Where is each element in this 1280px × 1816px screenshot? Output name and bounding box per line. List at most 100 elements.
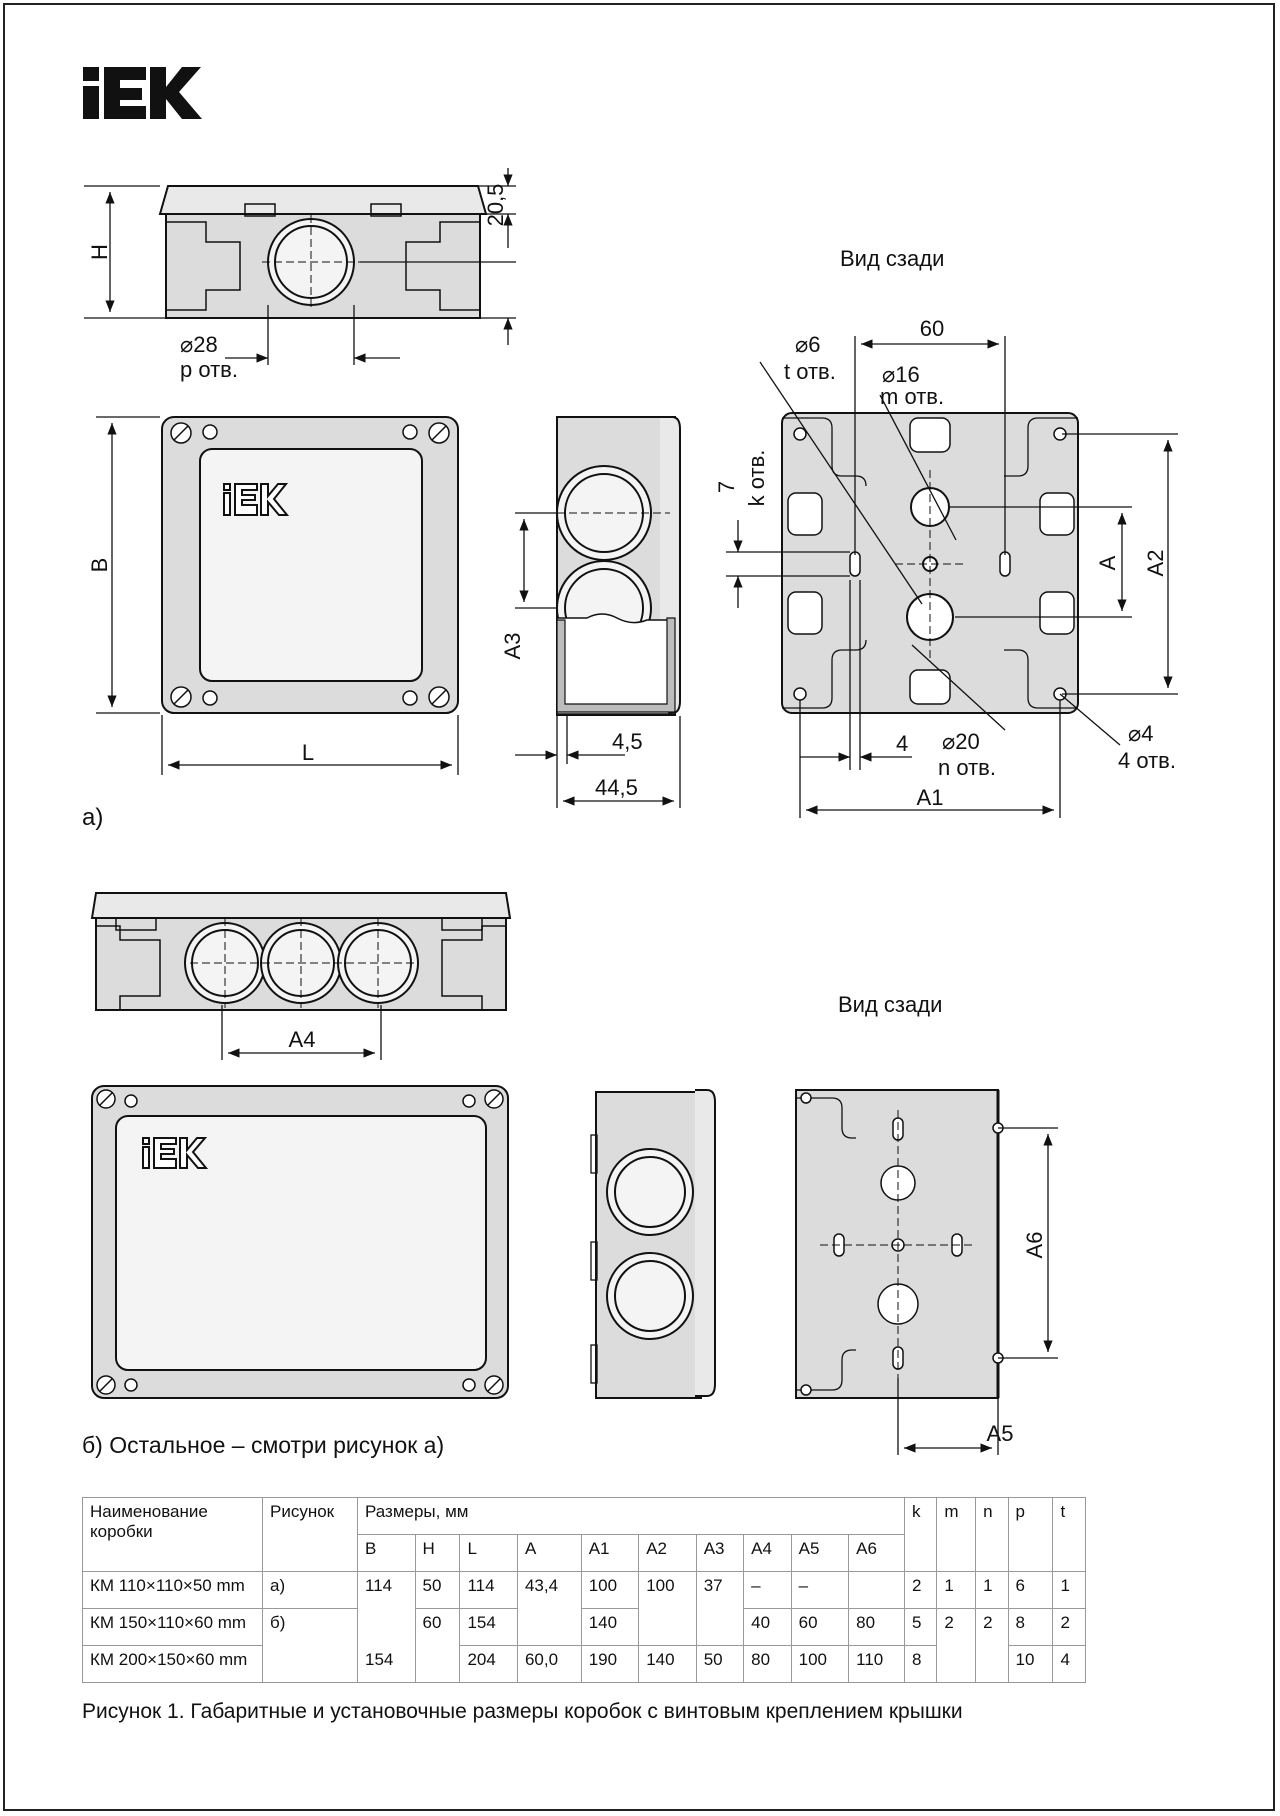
dim-a6-label: A6: [1022, 1232, 1047, 1259]
cell-t: 4: [1052, 1645, 1086, 1683]
fig-a-cover-logo: [223, 483, 290, 516]
dim-d4-label: ⌀4: [1128, 721, 1153, 746]
cell-a4: –: [743, 1571, 792, 1609]
fig-b-section-view: [590, 1089, 716, 1399]
figure-b-caption: б) Остальное – смотри рисунок а): [82, 1432, 445, 1458]
rear-view-a-label: Вид сзади: [840, 246, 944, 271]
dim-7-label: 7: [714, 481, 739, 493]
cell-h: 60: [414, 1608, 461, 1646]
header-col-a3: A3: [695, 1534, 745, 1572]
header-name: Наименование коробки: [82, 1497, 263, 1572]
cell-a: 60,0: [516, 1645, 582, 1683]
dim-d16-label: ⌀16: [882, 362, 920, 387]
n-holes-label: n отв.: [938, 755, 996, 780]
cell-a2: 140: [638, 1645, 697, 1683]
p-holes-label: p отв.: [180, 357, 238, 382]
fig-a-section-view: [556, 416, 681, 716]
cell-m: 2: [936, 1608, 977, 1646]
cell-a6: 110: [848, 1645, 905, 1683]
fig-a-section-dimensions: [515, 512, 681, 808]
table-row: КМ 150×110×60 mm б) 60 154 140 40 60 80 …: [82, 1608, 1086, 1646]
dim-a1-label: A1: [917, 785, 944, 810]
cell-a: [516, 1608, 582, 1646]
cell-a3: [695, 1608, 745, 1646]
cell-fig: [262, 1645, 358, 1683]
cell-l: 114: [459, 1571, 518, 1609]
cell-m: 1: [936, 1571, 977, 1609]
cell-a3: 37: [695, 1571, 745, 1609]
cell-b: [357, 1608, 416, 1646]
cell-p: 10: [1007, 1645, 1054, 1683]
cell-name: КМ 150×110×60 mm: [82, 1608, 263, 1646]
page-frame: [3, 3, 1275, 1811]
cell-n: 1: [975, 1571, 1009, 1609]
cell-t: 2: [1052, 1608, 1086, 1646]
fig-a-side-dimensions: [84, 168, 516, 365]
cell-l: 204: [459, 1645, 518, 1683]
cell-n: [975, 1645, 1009, 1683]
cell-a5: –: [790, 1571, 850, 1609]
cell-a4: 40: [743, 1608, 792, 1646]
cell-b: 114: [357, 1571, 416, 1609]
header-col-a4: A4: [743, 1534, 792, 1572]
header-col-a1: A1: [580, 1534, 640, 1572]
table-subheader-row: B H L A A1 A2 A3 A4 A5 A6: [83, 1534, 1086, 1572]
m-holes-label: m отв.: [880, 384, 944, 409]
header-col-h: H: [414, 1534, 461, 1572]
fig-a-rear-view: [781, 412, 1079, 714]
dim-4-5-label: 4,5: [612, 729, 643, 754]
header-col-a6: A6: [848, 1534, 905, 1572]
header-col-a5: A5: [790, 1534, 850, 1572]
dim-a5-label: A5: [987, 1421, 1014, 1446]
table-header-row: Наименование коробки Рисунок Размеры, мм…: [82, 1497, 1086, 1572]
cell-a5: 100: [790, 1645, 850, 1683]
cell-k: 2: [903, 1571, 938, 1609]
cell-b: 154: [357, 1645, 416, 1683]
header-n: n: [975, 1497, 1009, 1572]
dim-b-label: B: [87, 558, 112, 573]
fig-a-rear-dimensions: [726, 336, 1178, 818]
cell-k: 8: [903, 1645, 938, 1683]
dim-a3-label: A3: [500, 633, 525, 660]
cell-a5: 60: [790, 1608, 850, 1646]
cell-a2: [638, 1608, 697, 1646]
cell-k: 5: [903, 1608, 938, 1646]
dim-l-label: L: [302, 740, 314, 765]
cell-p: 6: [1007, 1571, 1054, 1609]
cell-p: 8: [1007, 1608, 1054, 1646]
header-t: t: [1052, 1497, 1086, 1572]
dim-h-label: H: [87, 244, 112, 260]
header-p: p: [1007, 1497, 1054, 1572]
k-holes-label: k отв.: [744, 450, 769, 507]
header-figure: Рисунок: [262, 1497, 358, 1572]
table-row: КМ 110×110×50 mm а) 114 50 114 43,4 100 …: [82, 1571, 1086, 1609]
fig-b-rear-view: [795, 1089, 1004, 1399]
cell-l: 154: [459, 1608, 518, 1646]
dim-60-label: 60: [920, 316, 944, 341]
dim-20-5-label: 20,5: [483, 184, 508, 227]
four-holes-label: 4 отв.: [1118, 748, 1176, 773]
dim-44-5-label: 44,5: [595, 775, 638, 800]
cell-a4: 80: [743, 1645, 792, 1683]
fig-a-side-view: [158, 185, 488, 319]
figure-caption: Рисунок 1. Габаритные и установочные раз…: [82, 1700, 963, 1723]
fig-b-side-dimensions: [221, 1005, 382, 1060]
fig-b-front-view: [91, 1085, 509, 1399]
cell-a6: [848, 1571, 905, 1609]
dimensions-table: Наименование коробки Рисунок Размеры, мм…: [82, 1497, 1086, 1683]
dim-d28-label: ⌀28: [180, 332, 218, 357]
rear-view-b-label: Вид сзади: [838, 992, 942, 1017]
cell-n: 2: [975, 1608, 1009, 1646]
fig-a-front-view: [161, 416, 459, 714]
fig-b-side-view: [90, 892, 512, 1011]
dim-d20-label: ⌀20: [942, 729, 980, 754]
header-col-b: B: [357, 1534, 416, 1572]
dim-4-label: 4: [896, 731, 908, 756]
header-col-a: A: [516, 1534, 582, 1572]
cell-name: КМ 110×110×50 mm: [82, 1571, 263, 1609]
iek-logo: [83, 67, 202, 119]
header-k: k: [903, 1497, 938, 1572]
dim-a4-label: A4: [289, 1027, 316, 1052]
fig-a-front-dimensions: [96, 416, 459, 775]
